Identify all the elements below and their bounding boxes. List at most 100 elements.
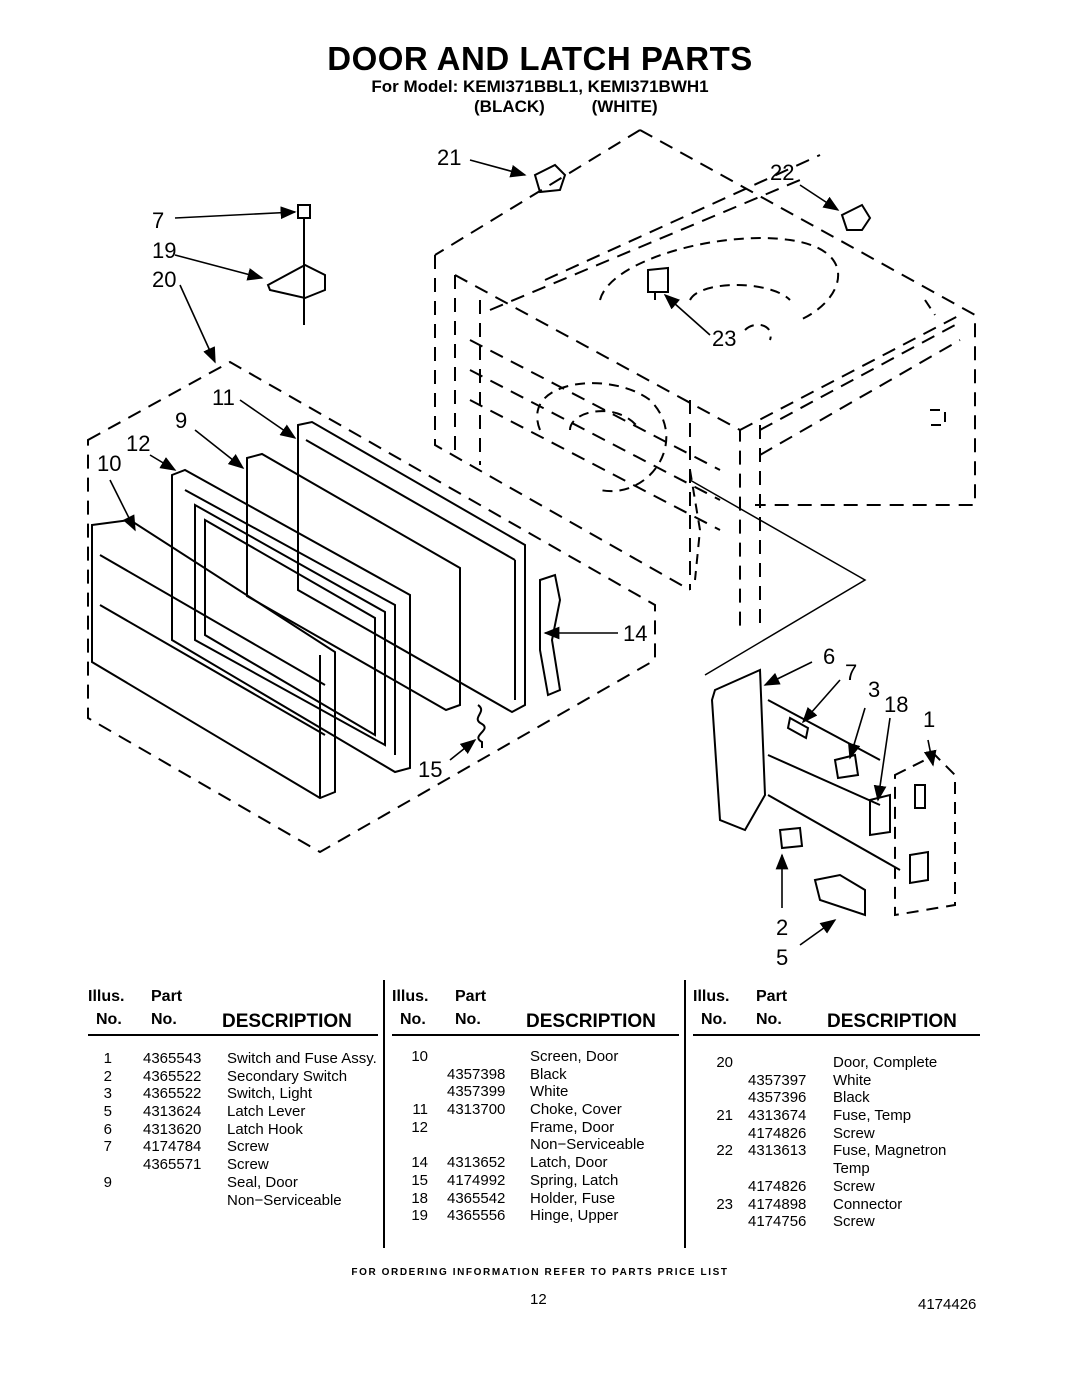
description-header: DESCRIPTION <box>222 1011 352 1032</box>
part-description: Temp <box>833 1160 870 1178</box>
column-header: Illus. Part No. No. DESCRIPTION <box>392 988 692 1036</box>
part-no: 4313700 <box>447 1101 506 1119</box>
part-no: 4174992 <box>447 1171 506 1189</box>
illus-no: 10 <box>411 1048 428 1065</box>
table-row: Temp <box>693 1160 993 1178</box>
part-no: 4313613 <box>748 1142 807 1160</box>
part-description: Screw <box>227 1156 269 1174</box>
part-description: Screw <box>833 1124 875 1142</box>
table-row: 22 4313613 Fuse, Magnetron <box>693 1142 993 1160</box>
part-description: Switch, Light <box>227 1085 313 1103</box>
parts-column-2: Illus. Part No. No. DESCRIPTION 10 Screen… <box>392 988 692 1224</box>
part-no-header: No. <box>151 1011 177 1028</box>
fuse-holder-outline <box>894 753 956 917</box>
callout-10: 10 <box>97 451 121 476</box>
cabinet-outline <box>434 129 976 630</box>
part-no: 4365556 <box>447 1207 506 1225</box>
part-no: 4174756 <box>748 1213 807 1231</box>
column-header: Illus. Part No. No. DESCRIPTION <box>693 988 993 1036</box>
temp-fuse-21 <box>533 163 567 194</box>
column-divider <box>383 980 385 1248</box>
part-description: Non−Serviceable <box>227 1191 342 1209</box>
header-rule <box>693 1034 980 1036</box>
header-rule <box>392 1034 679 1036</box>
part-description: Latch Hook <box>227 1120 303 1138</box>
part-no: 4357399 <box>447 1083 506 1101</box>
callout-11: 11 <box>212 385 235 410</box>
illus-no: 2 <box>103 1067 112 1085</box>
part-no: 4174784 <box>143 1138 202 1156</box>
table-row: 15 4174992 Spring, Latch <box>392 1172 692 1190</box>
table-row: 10 Screen, Door <box>392 1048 692 1066</box>
illus-no: 18 <box>411 1189 428 1207</box>
header-rule <box>88 1034 378 1036</box>
table-row: Non−Serviceable <box>88 1192 388 1210</box>
part-description: Fuse, Magnetron <box>833 1142 947 1160</box>
illus-no: 22 <box>716 1142 733 1160</box>
part-no: 4357396 <box>748 1089 807 1107</box>
callout-15: 15 <box>418 757 442 782</box>
part-no: 4365571 <box>143 1156 202 1174</box>
part-description: Hinge, Upper <box>530 1207 619 1225</box>
part-description: Screen, Door <box>530 1048 619 1065</box>
illus-no: 23 <box>716 1195 733 1213</box>
illus-no: 6 <box>103 1120 112 1138</box>
model-color-black: (BLACK) <box>474 97 545 116</box>
callout-7-latch: 7 <box>845 660 857 685</box>
illus-no-header: No. <box>701 1011 727 1028</box>
part-header: Part <box>151 988 183 1005</box>
table-row: 9 Seal, Door <box>88 1174 388 1192</box>
callout-23: 23 <box>712 326 736 351</box>
part-no-header: No. <box>455 1011 481 1028</box>
model-colors: (BLACK) (WHITE) <box>474 97 658 117</box>
door-assembly-outline <box>87 360 656 854</box>
model-subtitle: For Model: KEMI371BBL1, KEMI371BWH1 <box>371 77 709 96</box>
column-divider <box>684 980 686 1248</box>
illus-no: 20 <box>716 1054 733 1071</box>
illus-header: Illus. <box>392 988 429 1005</box>
part-description: Connector <box>833 1195 903 1213</box>
callout-12: 12 <box>126 431 150 456</box>
illus-header: Illus. <box>88 988 125 1005</box>
part-description: Screw <box>833 1177 875 1195</box>
part-description: Latch, Door <box>530 1154 608 1172</box>
table-row: 4365571 Screw <box>88 1156 388 1174</box>
column-header: Illus. Part No. No. DESCRIPTION <box>88 988 388 1036</box>
part-description: Screw <box>227 1138 269 1156</box>
switch-bracket <box>710 668 767 832</box>
callout-14: 14 <box>623 621 647 646</box>
temp-fuse-22 <box>840 203 872 231</box>
table-row: Non−Serviceable <box>392 1136 692 1154</box>
page-number: 12 <box>530 1291 547 1308</box>
door-frame <box>297 420 526 714</box>
part-description: Spring, Latch <box>530 1171 619 1189</box>
callout-9: 9 <box>175 408 187 433</box>
part-description: Seal, Door <box>227 1173 298 1191</box>
part-no: 4357397 <box>748 1071 807 1089</box>
illus-no: 5 <box>103 1103 112 1121</box>
illus-no: 9 <box>103 1173 112 1191</box>
page-title: DOOR AND LATCH PARTS <box>327 40 753 77</box>
part-no: 4365542 <box>447 1189 506 1207</box>
callout-21: 21 <box>437 145 461 170</box>
door-panel <box>91 518 336 800</box>
document-number: 4174426 <box>918 1296 977 1313</box>
illus-no: 15 <box>411 1171 428 1189</box>
exploded-parts-diagram: 21 22 7 19 20 23 11 9 12 10 14 6 7 3 18 … <box>87 129 976 970</box>
